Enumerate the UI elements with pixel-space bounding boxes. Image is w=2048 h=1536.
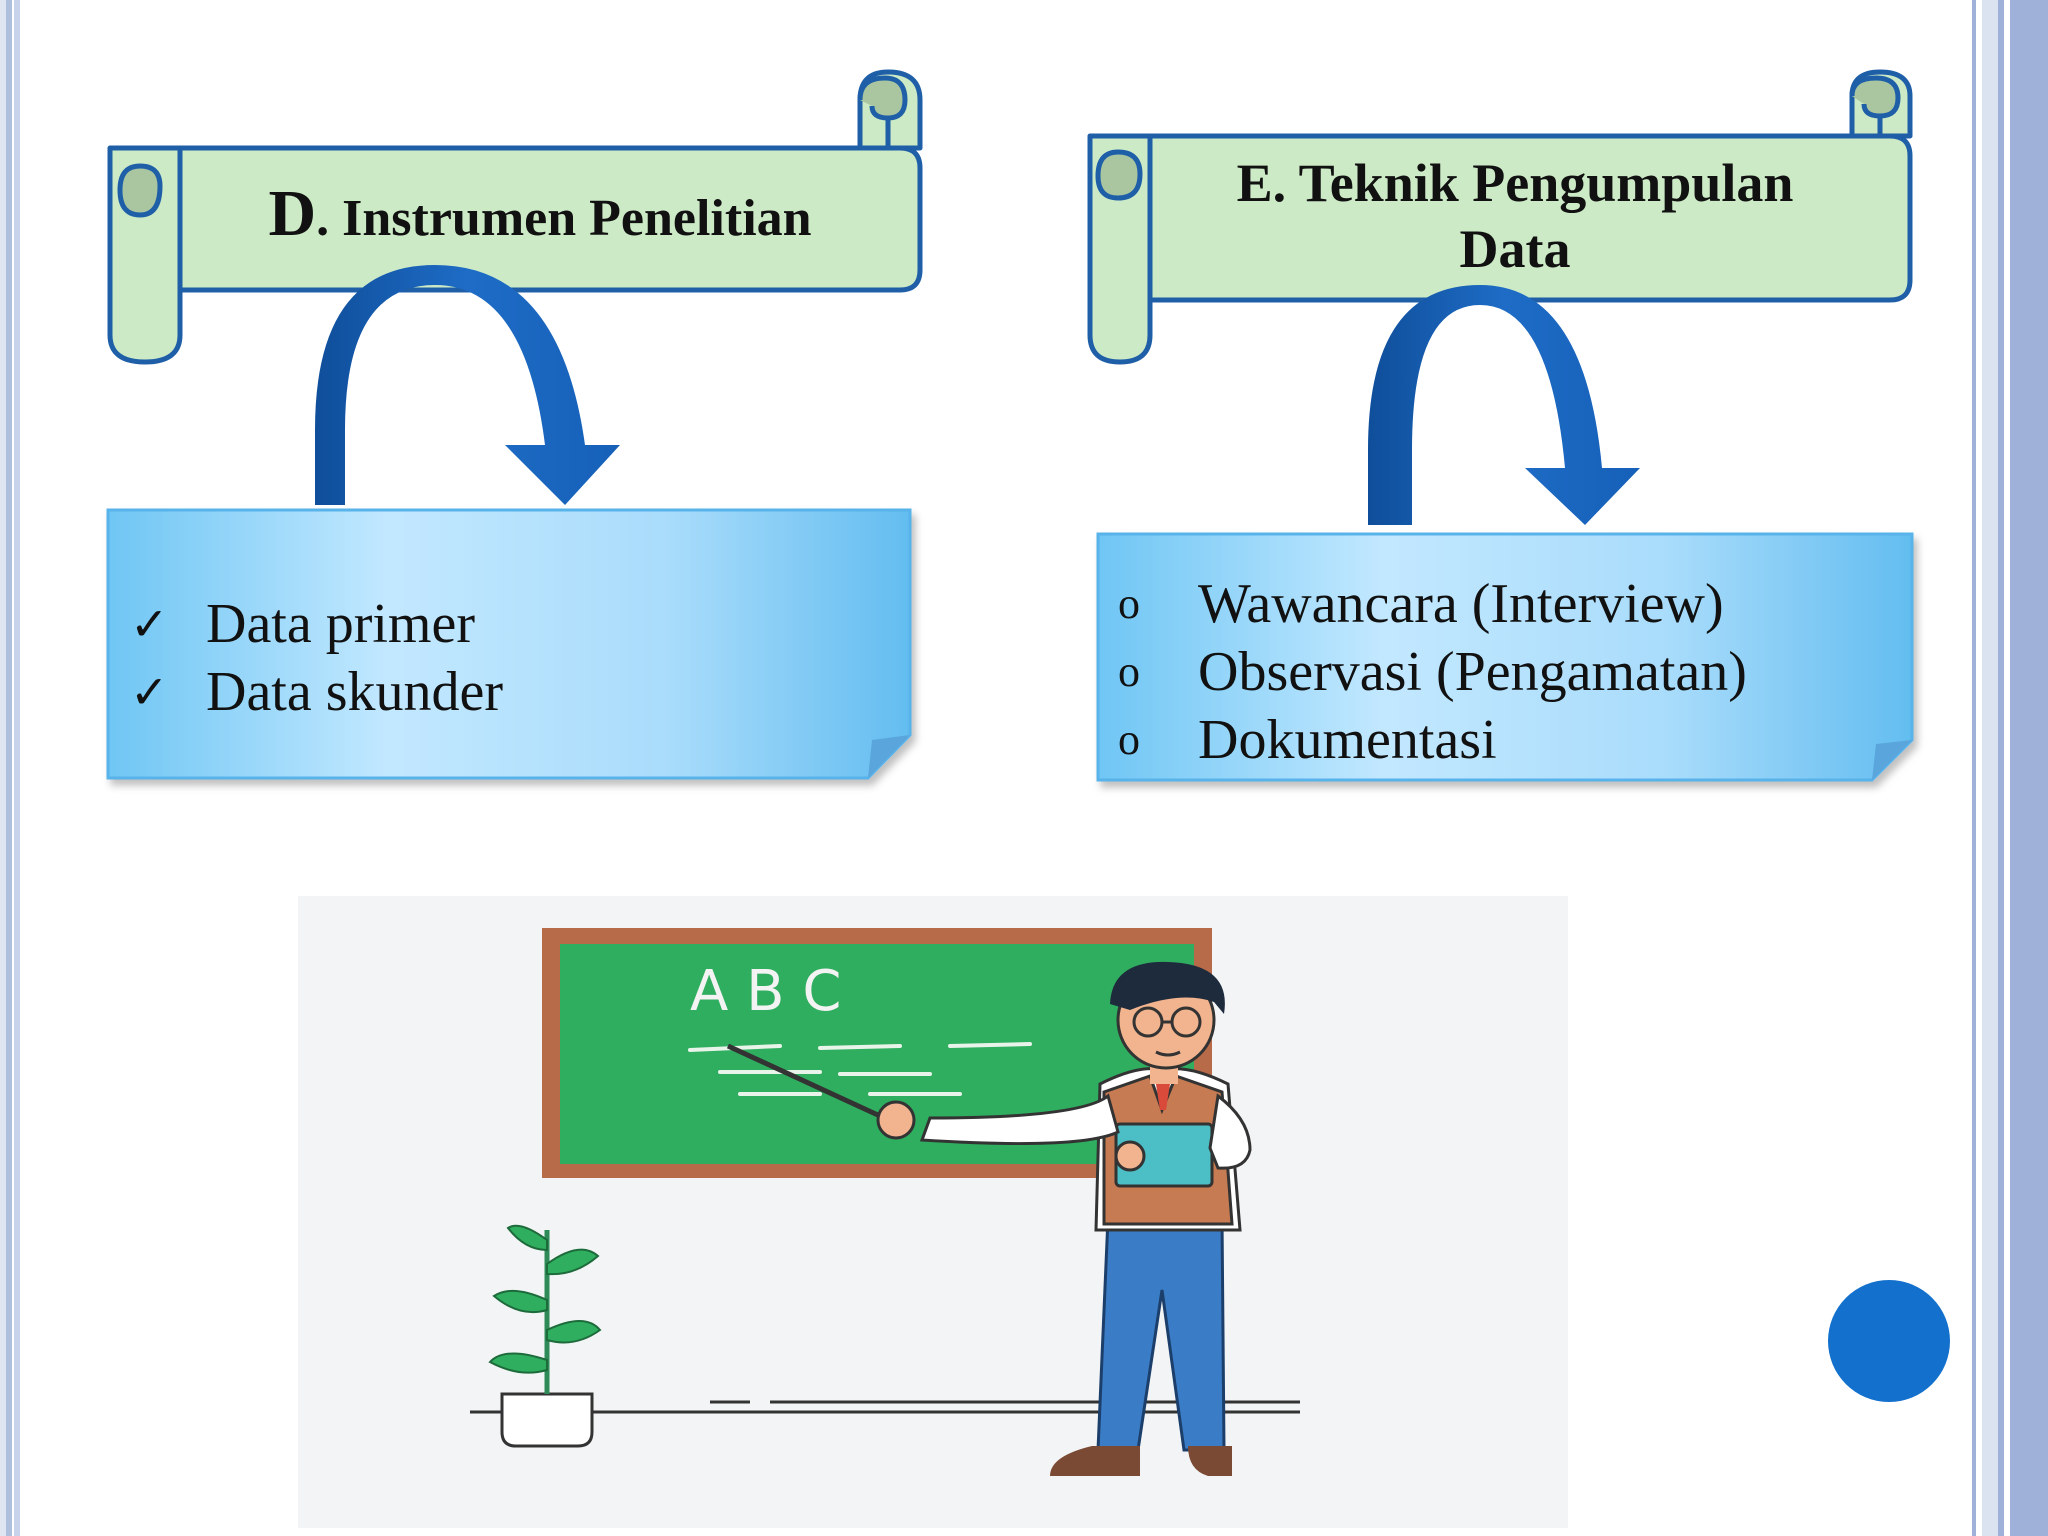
list-item-label: Observasi (Pengamatan) [1198, 641, 1747, 703]
list-item: o Dokumentasi [1118, 706, 1747, 774]
section-d-title: D. Instrumen Penelitian [220, 176, 860, 252]
instrument-list: ✓ Data primer ✓ Data skunder [130, 590, 503, 726]
section-e-title-line2: Data [1459, 219, 1571, 279]
technique-list: o Wawancara (Interview) o Observasi (Pen… [1118, 570, 1747, 774]
right-border-stripes [1964, 0, 2048, 1536]
list-item-label: Dokumentasi [1198, 709, 1497, 771]
section-d-letter: D [268, 177, 317, 250]
list-item-label: Wawancara (Interview) [1198, 573, 1724, 635]
checkmark-icon: ✓ [130, 665, 169, 719]
circle-bullet-icon: o [1118, 715, 1140, 764]
accent-dot [1828, 1280, 1950, 1402]
note-card-right [1096, 532, 1914, 782]
curved-arrow-left [315, 265, 620, 505]
board-letters: A B C [690, 959, 841, 1024]
note-card-left [106, 508, 912, 780]
list-item-label: Data primer [206, 593, 475, 655]
curved-arrow-right [1368, 285, 1640, 525]
list-item: ✓ Data primer [130, 590, 503, 658]
list-item: o Observasi (Pengamatan) [1118, 638, 1747, 706]
teacher-illustration: A B C [298, 896, 1568, 1528]
circle-bullet-icon: o [1118, 647, 1140, 696]
list-item: ✓ Data skunder [130, 658, 503, 726]
list-item-label: Data skunder [206, 661, 504, 723]
section-d-title-text: . Instrumen Penelitian [316, 190, 812, 247]
scroll-banner-right [1087, 69, 1913, 365]
circle-bullet-icon: o [1118, 579, 1140, 628]
left-border-stripes [0, 0, 20, 1536]
section-e-title-line1: E. Teknik Pengumpulan [1236, 153, 1794, 213]
scroll-banner-left [107, 69, 923, 365]
checkmark-icon: ✓ [130, 597, 169, 651]
section-e-title: E. Teknik Pengumpulan Data [1150, 150, 1880, 282]
list-item: o Wawancara (Interview) [1118, 570, 1747, 638]
